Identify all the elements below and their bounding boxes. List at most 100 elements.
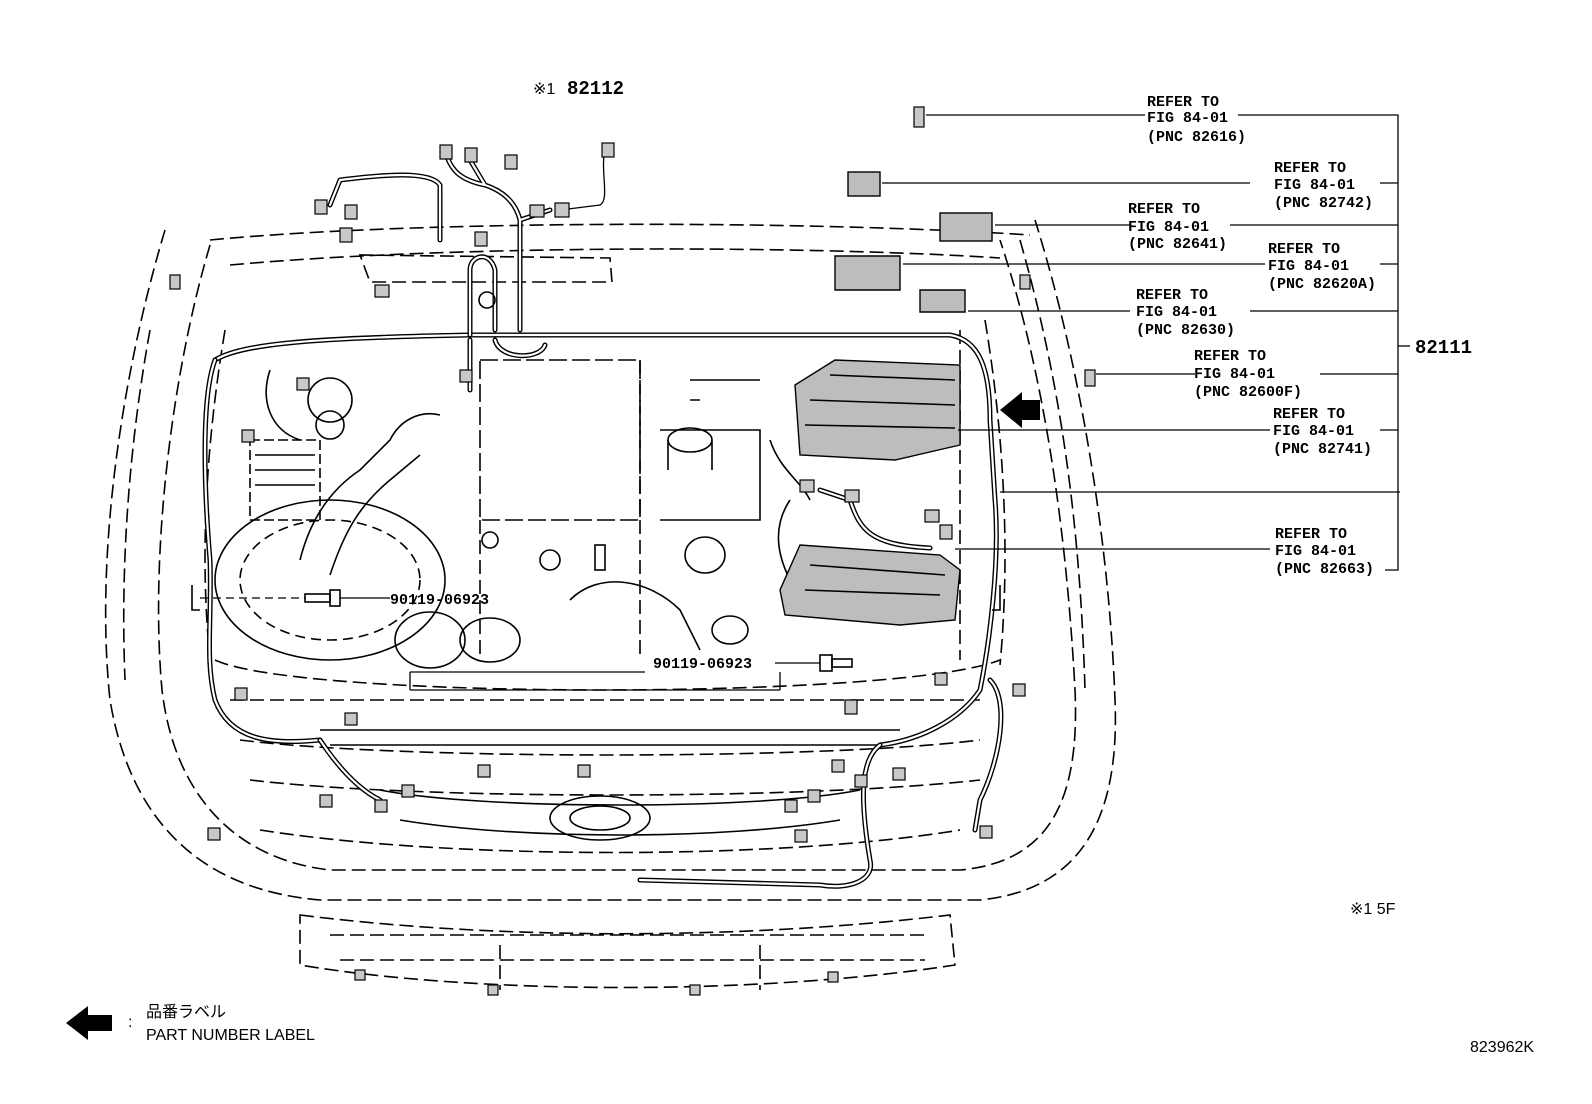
- leader-lines: [200, 114, 1410, 691]
- legend-japanese: 品番ラベル: [146, 1003, 226, 1021]
- svg-text:REFER TO: REFER TO: [1274, 160, 1346, 177]
- refer-callout-82600f: REFER TO FIG 84-01 (PNC 82600F): [1194, 348, 1302, 401]
- svg-text:REFER TO: REFER TO: [1147, 94, 1219, 111]
- connector-icon: [339, 227, 353, 243]
- part-82111-number: 82111: [1415, 337, 1472, 359]
- connector-icon: [354, 969, 366, 981]
- svg-text:FIG 84-01: FIG 84-01: [1275, 543, 1356, 560]
- bolt-label-right: 90119-06923: [653, 656, 752, 673]
- connector-icon: [844, 489, 860, 503]
- connector-icon: [799, 479, 815, 493]
- clip-icon: [992, 585, 1001, 611]
- refer-callout-82616: REFER TO FIG 84-01 (PNC 82616): [1147, 94, 1246, 146]
- connector-icon: [794, 829, 808, 843]
- svg-text:REFER TO: REFER TO: [1194, 348, 1266, 365]
- connector-icon: [296, 377, 310, 391]
- refer-callout-82630: REFER TO FIG 84-01 (PNC 82630): [1136, 287, 1235, 339]
- refer-callout-82641: REFER TO FIG 84-01 (PNC 82641): [1128, 201, 1227, 253]
- harness-connectors: [169, 106, 1096, 996]
- connector-icon: [1012, 683, 1026, 697]
- refer-callout-82620a: REFER TO FIG 84-01 (PNC 82620A): [1268, 241, 1376, 293]
- connector-icon: [831, 759, 845, 773]
- svg-text:(PNC 82620A): (PNC 82620A): [1268, 276, 1376, 293]
- diagram-labels: ※1 82112 82111 REFER TO FIG 84-01 (PNC 8…: [390, 78, 1472, 918]
- connector-icon: [169, 274, 181, 290]
- part-number-label-legend: : 品番ラベル PART NUMBER LABEL: [66, 1003, 315, 1044]
- connector-icon: [601, 142, 615, 158]
- connector-icon: [529, 204, 545, 218]
- footnote-5f: ※1 5F: [1350, 901, 1396, 918]
- part-82112-symbol: ※1: [533, 81, 555, 98]
- connector-icon: [577, 764, 591, 778]
- bolt-icon: [304, 589, 341, 607]
- refer-callout-82741: REFER TO FIG 84-01 (PNC 82741): [1273, 406, 1372, 458]
- connector-icon: [401, 784, 415, 798]
- svg-text:(PNC 82663): (PNC 82663): [1275, 561, 1374, 578]
- connector-icon: [807, 789, 821, 803]
- svg-text:FIG 84-01: FIG 84-01: [1147, 110, 1228, 127]
- connector-icon: [344, 712, 358, 726]
- connector-icon: [374, 799, 388, 813]
- connector-icon: [314, 199, 328, 215]
- refer-callout-82742: REFER TO FIG 84-01 (PNC 82742): [1274, 160, 1373, 212]
- connector-icon: [689, 984, 701, 996]
- svg-text:REFER TO: REFER TO: [1268, 241, 1340, 258]
- connector-icon: [234, 687, 248, 701]
- part-number-label-arrow-icon: [1000, 392, 1040, 428]
- bolt-label-left: 90119-06923: [390, 592, 489, 609]
- clip-icon: [191, 585, 200, 611]
- refer-callout-82663: REFER TO FIG 84-01 (PNC 82663): [1275, 526, 1374, 578]
- referenced-parts: [779, 171, 993, 626]
- bolt-icon: [819, 654, 853, 672]
- svg-text::: :: [128, 1014, 132, 1031]
- svg-text:FIG 84-01: FIG 84-01: [1273, 423, 1354, 440]
- connector-icon: [827, 971, 839, 983]
- svg-text:(PNC 82600F): (PNC 82600F): [1194, 384, 1302, 401]
- svg-text:(PNC 82641): (PNC 82641): [1128, 236, 1227, 253]
- figure-code: 823962K: [1470, 1039, 1534, 1056]
- connector-icon: [784, 799, 798, 813]
- connector-icon: [924, 509, 940, 523]
- legend-english: PART NUMBER LABEL: [146, 1027, 315, 1044]
- connector-icon: [487, 984, 499, 996]
- connector-icon: [939, 524, 953, 540]
- relay-block-82620a: [834, 255, 901, 291]
- connector-icon: [477, 764, 491, 778]
- svg-text:(PNC 82616): (PNC 82616): [1147, 129, 1246, 146]
- connector-icon: [374, 284, 390, 298]
- connector-icon: [1084, 369, 1096, 387]
- svg-text:REFER TO: REFER TO: [1128, 201, 1200, 218]
- connector-icon: [892, 767, 906, 781]
- relay-block-82663: [779, 544, 961, 626]
- connector-icon: [344, 204, 358, 220]
- connector-icon: [207, 827, 221, 841]
- svg-text:FIG 84-01: FIG 84-01: [1274, 177, 1355, 194]
- fuse-block-82741: [794, 359, 961, 461]
- clip-icon: [913, 106, 925, 128]
- connector-icon: [459, 369, 473, 383]
- svg-text:FIG 84-01: FIG 84-01: [1136, 304, 1217, 321]
- connector-icon: [241, 429, 255, 443]
- svg-text:REFER TO: REFER TO: [1273, 406, 1345, 423]
- relay-82630: [919, 289, 966, 313]
- connector-icon: [1019, 274, 1031, 290]
- part-number-label-arrow-icon: [66, 1006, 112, 1040]
- connector-icon: [439, 144, 453, 160]
- connector-icon: [464, 147, 478, 163]
- connector-icon: [934, 672, 948, 686]
- svg-text:REFER TO: REFER TO: [1136, 287, 1208, 304]
- connector-icon: [844, 699, 858, 715]
- svg-text:FIG 84-01: FIG 84-01: [1194, 366, 1275, 383]
- relay-82742: [847, 171, 881, 197]
- svg-text:FIG 84-01: FIG 84-01: [1128, 219, 1209, 236]
- connector-icon: [504, 154, 518, 170]
- part-82112-number: 82112: [567, 78, 624, 100]
- vehicle-body-outline: [104, 219, 1117, 990]
- connector-icon: [319, 794, 333, 808]
- svg-text:REFER TO: REFER TO: [1275, 526, 1347, 543]
- connector-icon: [474, 231, 488, 247]
- svg-text:FIG 84-01: FIG 84-01: [1268, 258, 1349, 275]
- connector-icon: [554, 202, 570, 218]
- svg-text:(PNC 82741): (PNC 82741): [1273, 441, 1372, 458]
